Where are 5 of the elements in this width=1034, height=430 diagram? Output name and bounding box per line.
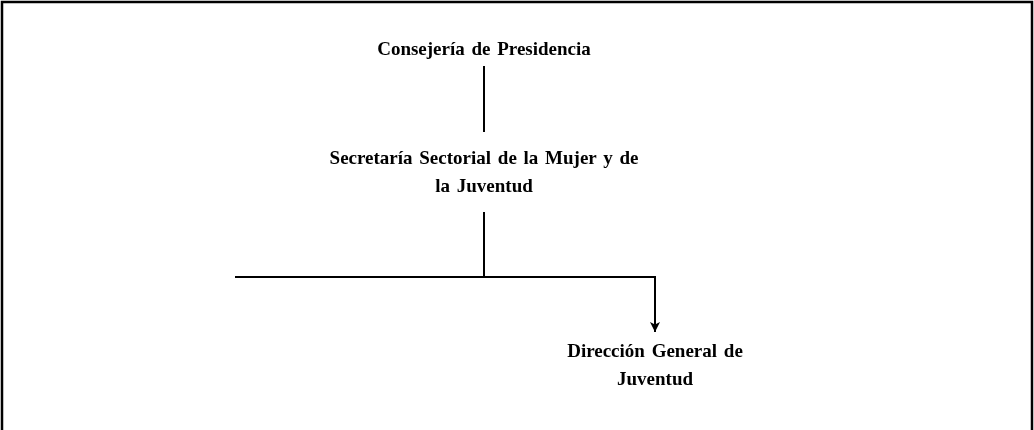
connector-line [234, 211, 485, 278]
unit-name: Dirección General de Juventud [566, 339, 744, 391]
unit-name: Consejería de Presidencia [377, 37, 591, 61]
unit-name: Secretaría Sectorial de la Mujer y de la Juventud [328, 146, 640, 198]
connector-line [483, 65, 485, 133]
